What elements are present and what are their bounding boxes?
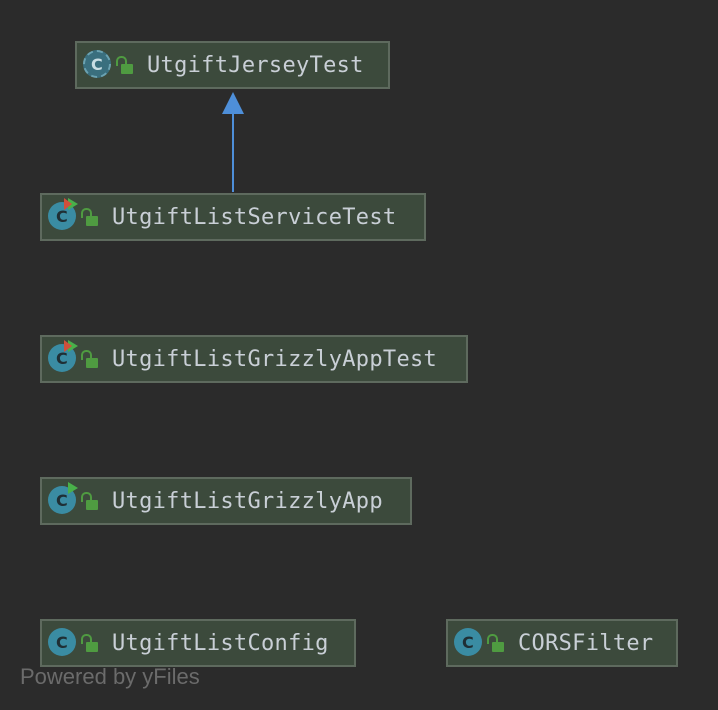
extends-edge-line — [232, 112, 234, 192]
class-icon: C — [48, 628, 78, 658]
class-label: UtgiftListServiceTest — [112, 204, 397, 230]
run-badge-icon — [68, 482, 78, 494]
test-class-icon: C — [48, 198, 78, 232]
class-node-utgift-list-service-test[interactable]: C UtgiftListServiceTest — [40, 193, 426, 241]
public-lock-icon — [81, 492, 100, 510]
test-class-icon: C — [48, 340, 78, 374]
abstract-class-icon: C — [83, 50, 113, 80]
public-lock-icon — [487, 634, 506, 652]
public-lock-icon — [81, 208, 100, 226]
run-test-badge-icon — [64, 198, 78, 210]
class-node-cors-filter[interactable]: C CORSFilter — [446, 619, 678, 667]
class-node-utgift-jersey-test[interactable]: C UtgiftJerseyTest — [75, 41, 390, 89]
watermark: Powered by yFiles — [20, 664, 200, 689]
public-lock-icon — [116, 56, 135, 74]
class-icon: C — [454, 628, 484, 658]
class-label: UtgiftListGrizzlyAppTest — [112, 346, 438, 372]
class-label: CORSFilter — [518, 630, 654, 656]
extends-arrowhead — [222, 92, 244, 114]
class-label: UtgiftJerseyTest — [147, 52, 364, 78]
public-lock-icon — [81, 634, 100, 652]
class-node-utgift-list-config[interactable]: C UtgiftListConfig — [40, 619, 356, 667]
run-test-badge-icon — [64, 340, 78, 352]
class-node-utgift-list-grizzly-app-test[interactable]: C UtgiftListGrizzlyAppTest — [40, 335, 468, 383]
class-node-utgift-list-grizzly-app[interactable]: C UtgiftListGrizzlyApp — [40, 477, 412, 525]
class-label: UtgiftListGrizzlyApp — [112, 488, 383, 514]
public-lock-icon — [81, 350, 100, 368]
runnable-class-icon: C — [48, 482, 78, 516]
class-label: UtgiftListConfig — [112, 630, 329, 656]
